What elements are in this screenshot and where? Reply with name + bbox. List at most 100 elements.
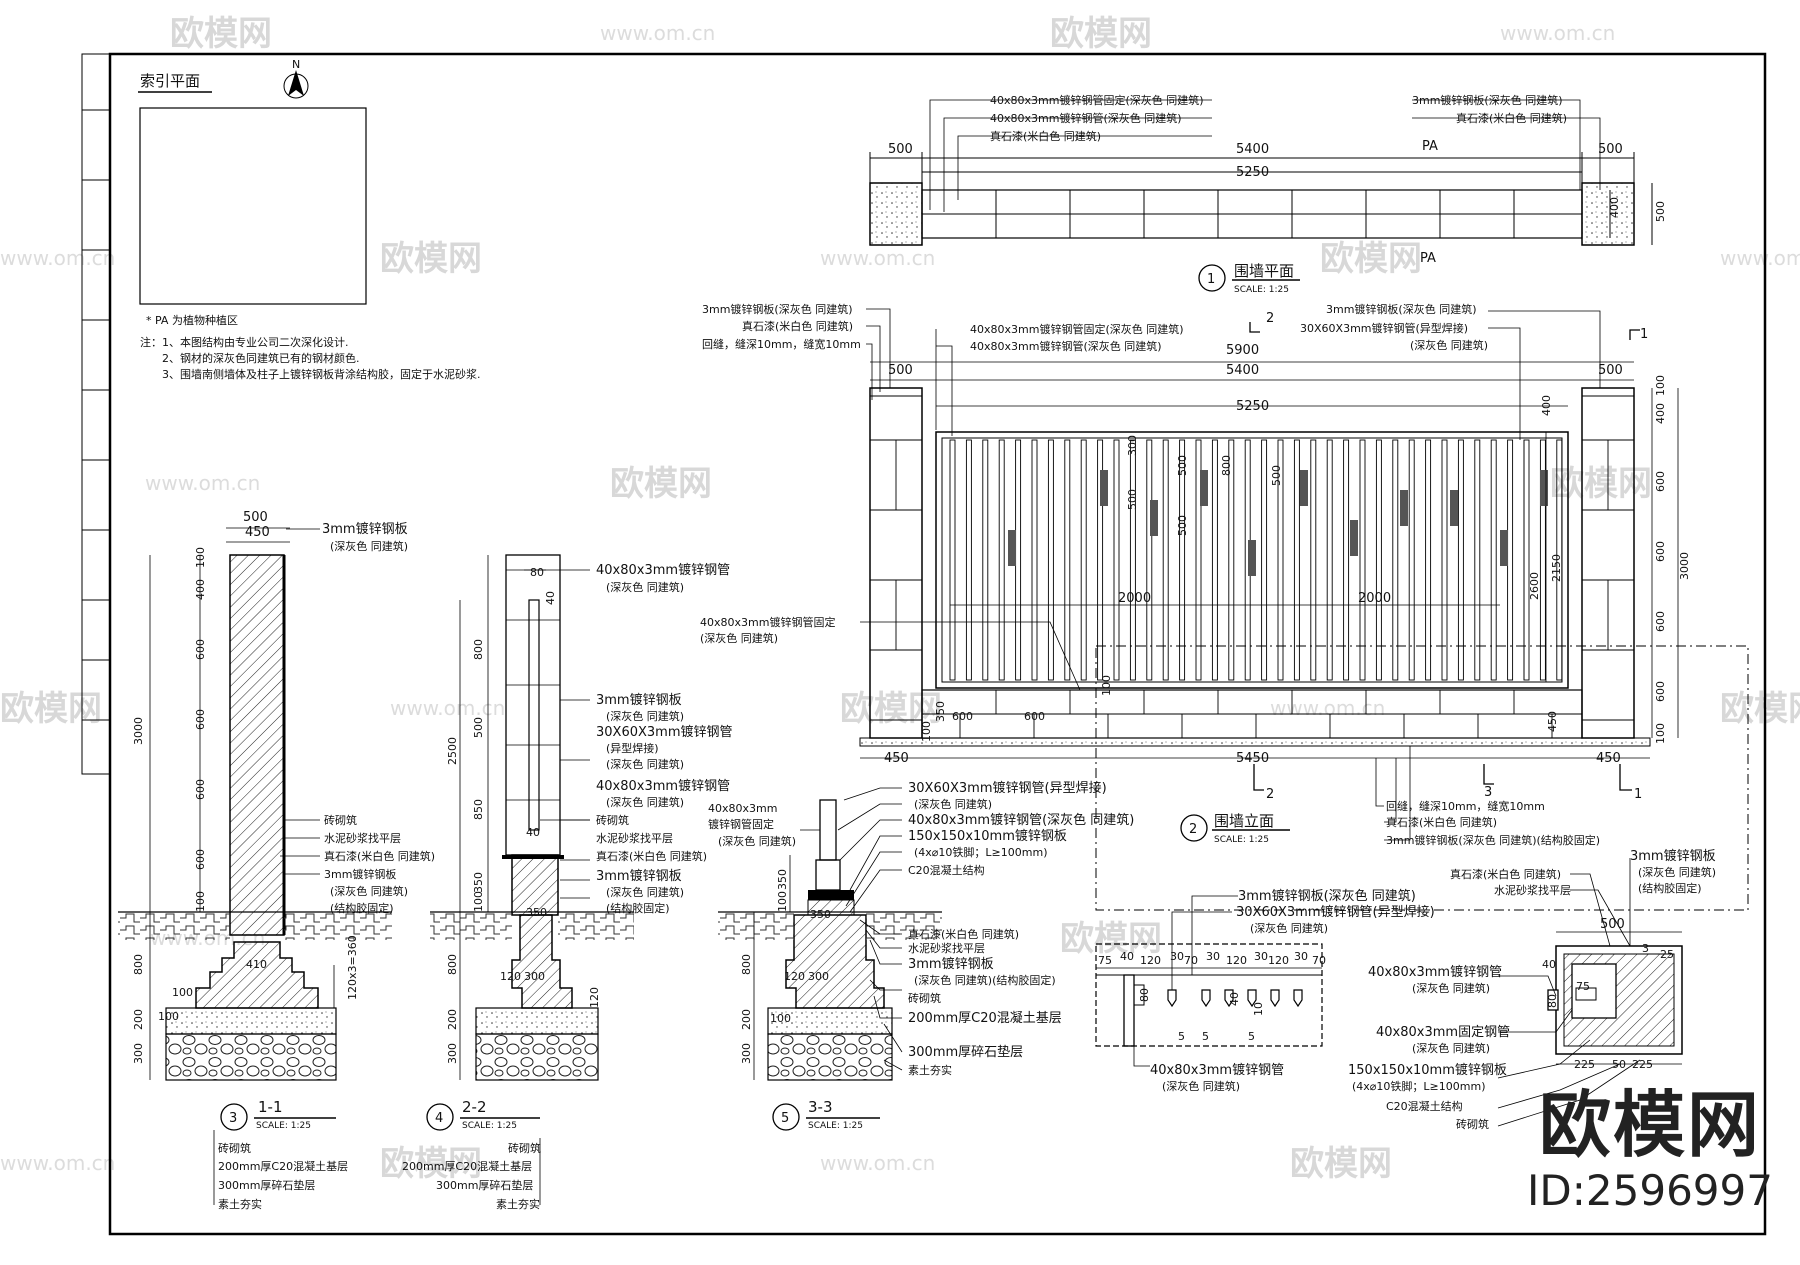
section-1-1-pillar [229,554,285,936]
fence-bar [1097,439,1104,681]
svg-text:(深灰色 同建筑): (深灰色 同建筑) [330,884,408,898]
svg-text:100: 100 [1654,723,1667,744]
svg-text:3mm镀锌钢板: 3mm镀锌钢板 [322,521,408,537]
svg-text:(深灰色 同建筑): (深灰色 同建筑) [1412,981,1490,995]
svg-text:5250: 5250 [1236,165,1269,180]
svg-text:5450: 5450 [1236,751,1269,766]
fence-slot [1200,470,1208,506]
watermark-url: www.om.cn [0,1151,115,1175]
svg-text:200: 200 [446,1009,459,1030]
svg-text:500: 500 [472,717,485,738]
fence-bar [1326,439,1333,681]
svg-text:50: 50 [1612,1058,1626,1071]
svg-text:3mm镀锌钢板: 3mm镀锌钢板 [596,868,682,884]
svg-text:4: 4 [435,1111,443,1126]
svg-text:100: 100 [920,721,933,742]
svg-text:砖砌筑: 砖砌筑 [324,813,357,827]
svg-text:5900: 5900 [1226,343,1259,358]
svg-text:3mm镀锌钢板(深灰色 同建筑)(结构胶固定): 3mm镀锌钢板(深灰色 同建筑)(结构胶固定) [1386,833,1600,847]
svg-text:120: 120 [500,970,521,983]
svg-text:300: 300 [740,1043,753,1064]
svg-text:砖砌筑: 砖砌筑 [596,813,629,827]
svg-text:400: 400 [1654,403,1667,424]
svg-text:80: 80 [1138,988,1151,1002]
svg-text:800: 800 [472,639,485,660]
svg-text:C20混凝土结构: C20混凝土结构 [1386,1099,1463,1113]
note-2: 2、钢材的深灰色同建筑已有的钢材颜色. [162,351,360,365]
fence-frame [935,431,1569,689]
plan-pillar-left [869,182,923,246]
svg-text:(深灰色 同建筑): (深灰色 同建筑) [330,539,408,553]
svg-text:120: 120 [1226,954,1247,967]
fence-bar [1146,439,1153,681]
svg-text:500: 500 [888,363,913,378]
watermark-logo: 欧模网 [1320,239,1422,279]
svg-text:SCALE: 1:25: SCALE: 1:25 [462,1121,517,1131]
svg-text:真石漆(米白色 同建筑): 真石漆(米白色 同建筑) [1456,111,1567,125]
svg-text:(深灰色 同建筑): (深灰色 同建筑) [606,795,684,809]
svg-text:600: 600 [194,849,207,870]
svg-text:(深灰色 同建筑): (深灰色 同建筑) [606,885,684,899]
svg-text:850: 850 [472,799,485,820]
svg-text:砖砌筑: 砖砌筑 [908,991,941,1005]
svg-text:30: 30 [1206,950,1220,963]
fence-slot [1450,490,1458,526]
svg-text:800: 800 [132,954,145,975]
svg-text:350: 350 [810,908,831,921]
fence-bar [1457,439,1464,681]
svg-text:5400: 5400 [1226,363,1259,378]
title-strip [81,53,111,775]
svg-text:600: 600 [194,779,207,800]
index-plan-frame [139,107,367,305]
svg-text:真石漆(米白色 同建筑): 真石漆(米白色 同建筑) [596,849,707,863]
svg-text:砖砌筑: 砖砌筑 [1456,1117,1489,1131]
svg-text:3mm镀锌钢板: 3mm镀锌钢板 [1630,848,1716,864]
svg-text:450: 450 [1596,751,1621,766]
svg-text:150x150x10mm镀锌钢板: 150x150x10mm镀锌钢板 [908,828,1067,844]
svg-text:40x80x3mm镀锌钢管: 40x80x3mm镀锌钢管 [596,562,730,578]
svg-text:600: 600 [1024,710,1045,723]
svg-text:(深灰色 同建筑): (深灰色 同建筑) [718,834,796,848]
svg-text:素土夯实: 素土夯实 [496,1197,540,1211]
fence-bar [1359,439,1366,681]
svg-text:40x80x3mm镀锌钢管固定(深灰色 同建筑): 40x80x3mm镀锌钢管固定(深灰色 同建筑) [970,322,1184,336]
title-strip-rows [82,109,110,721]
svg-text:120: 120 [1268,954,1289,967]
svg-text:300: 300 [524,970,545,983]
watermark-logo: 欧模网 [1720,689,1800,729]
svg-text:100: 100 [472,891,485,912]
svg-text:SCALE: 1:25: SCALE: 1:25 [808,1121,863,1131]
fence-bar [1425,439,1432,681]
svg-text:回缝，缝深10mm，缝宽10mm: 回缝，缝深10mm，缝宽10mm [702,337,861,351]
fence-bar [1441,439,1448,681]
fence-bar [1343,439,1350,681]
section-3-3-title: 5 3-3 SCALE: 1:25 [772,1098,880,1131]
note-3: 3、围墙南侧墙体及柱子上镀锌钢板背涂结构胶，固定于水泥砂浆. [162,367,481,381]
svg-text:300mm厚碎石垫层: 300mm厚碎石垫层 [908,1044,1023,1060]
note-1: 注：1、本图结构由专业公司二次深化设计. [140,335,349,349]
watermark-url: www.om.cn [145,471,260,495]
svg-text:SCALE: 1:25: SCALE: 1:25 [256,1121,311,1131]
fence-bar [1195,439,1202,681]
fence-bar [1392,439,1399,681]
svg-text:350: 350 [776,869,789,890]
fence-bar [1375,439,1382,681]
svg-text:40x80x3mm固定钢管: 40x80x3mm固定钢管 [1376,1025,1510,1040]
svg-text:(深灰色 同建筑): (深灰色 同建筑) [606,580,684,594]
fence-bar [1523,439,1530,681]
svg-text:5: 5 [1202,1030,1209,1043]
svg-text:75: 75 [1576,980,1590,993]
svg-text:120x3=360: 120x3=360 [346,935,359,1000]
svg-text:80: 80 [530,566,544,579]
svg-text:30X60X3mm镀锌钢管(异型焊接): 30X60X3mm镀锌钢管(异型焊接) [1236,904,1435,920]
svg-text:真石漆(米白色 同建筑): 真石漆(米白色 同建筑) [1450,867,1561,881]
watermark-logo: 欧模网 [1550,464,1652,504]
svg-text:(4x⌀10铁脚；L≥100mm): (4x⌀10铁脚；L≥100mm) [1352,1079,1485,1093]
svg-text:(深灰色 同建筑): (深灰色 同建筑) [700,631,778,645]
svg-text:1: 1 [1207,272,1215,287]
svg-text:150x150x10mm镀锌钢板: 150x150x10mm镀锌钢板 [1348,1062,1507,1078]
svg-text:40x80x3mm: 40x80x3mm [708,802,777,815]
svg-text:(结构胶固定): (结构胶固定) [330,901,394,915]
svg-text:100: 100 [172,986,193,999]
brand-logo: 欧模网 [1538,1083,1761,1167]
